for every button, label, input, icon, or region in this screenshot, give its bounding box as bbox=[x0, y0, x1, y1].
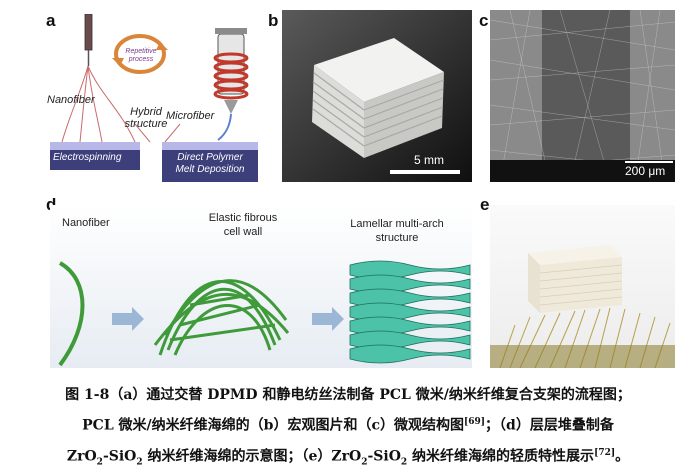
fibrous-arch bbox=[153, 279, 290, 356]
dpmd-line-2: Melt Deposition bbox=[175, 164, 245, 175]
arrow-2 bbox=[312, 307, 344, 331]
cell-wall-line-1: Elastic fibrous bbox=[208, 212, 278, 224]
caption-line-1: 图 1-8（a）通过交替 DPMD 和静电纺丝法制备 PCL 微米/纳米纤维复合… bbox=[65, 387, 631, 403]
repetitive-process-label: Repetitive process bbox=[125, 48, 157, 63]
citation-69[interactable]: [69] bbox=[463, 417, 486, 427]
panel-letter-a: a bbox=[46, 11, 56, 30]
panel-d-schematic: Nanofiber Elastic fibrous cell wall Lame… bbox=[50, 205, 472, 368]
figure-caption: 图 1-8（a）通过交替 DPMD 和静电纺丝法制备 PCL 微米/纳米纤维复合… bbox=[28, 382, 668, 476]
caption-line-3: ZrO2-SiO2 纳米纤维海绵的示意图；（e）ZrO2-SiO2 纳米纤维海绵… bbox=[28, 440, 668, 476]
citation-72[interactable]: [72] bbox=[594, 447, 616, 458]
cell-wall-line-2: cell wall bbox=[223, 226, 263, 238]
caption-line-3b: -SiO bbox=[102, 448, 137, 465]
panel-letter-d: d bbox=[46, 196, 56, 213]
lamellar-line-2: structure bbox=[375, 232, 419, 244]
caption-line-3a: ZrO bbox=[66, 448, 97, 465]
lamellar-line-1: Lamellar multi-arch bbox=[350, 218, 444, 230]
caption-line-3c: 纳米纤维海绵的示意图；（e）ZrO bbox=[142, 448, 362, 465]
arrow-1 bbox=[112, 307, 144, 331]
sub-2-a: 2 bbox=[96, 457, 103, 468]
electrospinning-label: Electrospinning bbox=[53, 152, 122, 163]
hybrid-line-2: structure bbox=[124, 118, 168, 130]
single-nanofiber bbox=[58, 261, 85, 367]
panel-b-photo: 5 mm bbox=[282, 10, 472, 182]
caption-line-2a: PCL 微米/纳米纤维海绵的（b）宏观图片和（c）微观结构图 bbox=[82, 417, 464, 434]
panel-letter-b: b bbox=[268, 11, 279, 30]
heating-coil bbox=[213, 52, 249, 100]
caption-line-3e: 纳米纤维海绵的轻质特性展示 bbox=[407, 448, 595, 465]
dpmd-label: Direct Polymer Melt Deposition bbox=[164, 152, 256, 176]
repetitive-cycle-arrows bbox=[114, 34, 166, 74]
caption-line-3f: 。 bbox=[615, 448, 630, 465]
hybrid-line-1: Hybrid bbox=[130, 106, 162, 118]
lamellar-label: Lamellar multi-arch structure bbox=[332, 217, 462, 245]
caption-line-3d: -SiO bbox=[367, 448, 401, 465]
spinneret-needle bbox=[84, 14, 93, 51]
dpmd-line-1: Direct Polymer bbox=[177, 152, 243, 163]
scale-label-b: 5 mm bbox=[414, 153, 444, 167]
hybrid-structure-label: Hybrid structure bbox=[116, 106, 176, 130]
panel-e-photo bbox=[490, 205, 675, 368]
sub-2-d: 2 bbox=[400, 457, 408, 468]
nanofiber-label-d: Nanofiber bbox=[62, 217, 110, 229]
caption-line-2b: ；（d）层层堆叠制备 bbox=[485, 417, 614, 434]
scale-label-c: 200 μm bbox=[625, 164, 666, 178]
lamellar-stack bbox=[349, 260, 471, 364]
panel-letter-e: e bbox=[480, 195, 490, 214]
microfiber-label: Microfiber bbox=[166, 110, 215, 122]
caption-line-2: PCL 微米/纳米纤维海绵的（b）宏观图片和（c）微观结构图[69]；（d）层层… bbox=[28, 409, 668, 440]
sub-2-c: 2 bbox=[361, 457, 368, 468]
sub-2-b: 2 bbox=[136, 457, 143, 468]
cell-wall-label: Elastic fibrous cell wall bbox=[188, 211, 298, 239]
panel-c-sem: 200 μm bbox=[490, 10, 675, 182]
panel-letter-c: c bbox=[479, 11, 489, 30]
panel-a-schematic: Repetitive process Nanofiber Hybrid stru… bbox=[40, 14, 265, 184]
nanofiber-label-a: Nanofiber bbox=[47, 94, 95, 106]
